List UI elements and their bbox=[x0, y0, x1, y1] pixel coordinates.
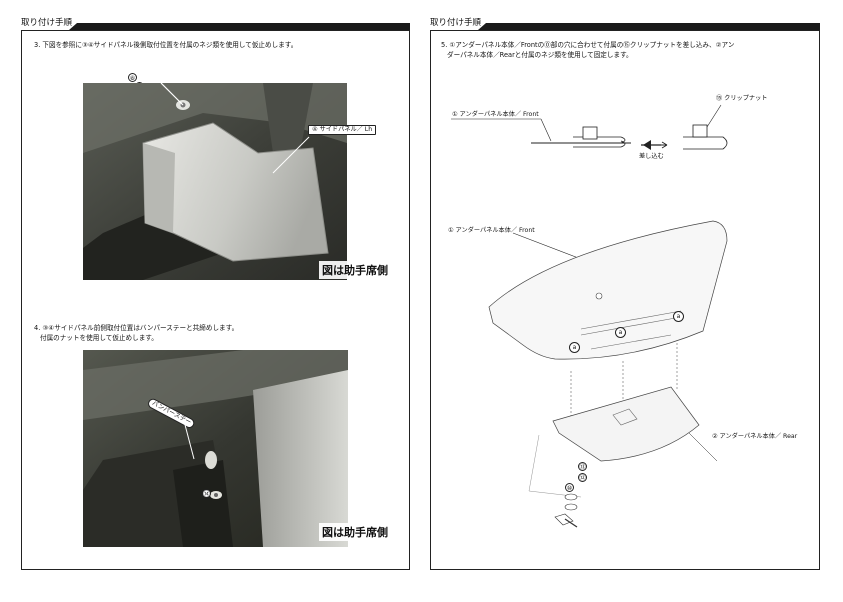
part-10-label-right: ⑩ bbox=[565, 483, 574, 492]
photo-front-mount-image bbox=[83, 350, 348, 547]
part-13-label-right: ⑬ bbox=[578, 462, 587, 471]
photo2-caption: 図は助手席側 bbox=[319, 523, 391, 541]
mount-marker-a-1: a bbox=[673, 311, 684, 322]
right-header-bar bbox=[478, 23, 820, 30]
step-4-text-line2: 付属のナットを使用して仮止めします。 bbox=[40, 334, 158, 342]
clip-nut-diagram bbox=[451, 104, 728, 150]
mount-marker-a-3: a bbox=[569, 342, 580, 353]
step-4-text-line1: 4. ③④サイドパネル前側取付位置はバンパーステーと共締めします。 bbox=[34, 324, 239, 332]
under-panel-diagram bbox=[488, 220, 728, 528]
right-panel: 5. ①アンダーパネル本体／Frontの⓪部の穴に合わせて付属の⑮クリップナット… bbox=[430, 30, 820, 570]
part-14-label: ⑭ bbox=[202, 489, 211, 498]
bumper-stay-leader-line bbox=[183, 421, 195, 460]
left-header-title: 取り付け手順 bbox=[21, 18, 73, 28]
clip-diagram-clip-label: ⑮ クリップナット bbox=[716, 95, 768, 102]
clip-diagram-front-label: ① アンダーパネル本体／ Front bbox=[452, 111, 539, 118]
panel-front-label: ① アンダーパネル本体／ Front bbox=[448, 227, 535, 234]
panel-rear-label: ② アンダーパネル本体／ Rear bbox=[712, 433, 798, 440]
photo-front-mount bbox=[83, 350, 348, 547]
clip-diagram-insert-label: 差し込む bbox=[639, 153, 664, 160]
step-5-text-line2: ダーパネル本体／Rearと付属のネジ類を使用して固定します。 bbox=[447, 51, 633, 59]
step-3-text: 3. 下図を参照に③④サイドパネル後側取付位置を付属のネジ類を使用して仮止めしま… bbox=[34, 41, 298, 49]
side-panel-leader-line bbox=[272, 136, 310, 174]
mount-marker-a-2: a bbox=[615, 327, 626, 338]
left-header-bar bbox=[69, 23, 410, 30]
step-5-text-line1: 5. ①アンダーパネル本体／Frontの⓪部の穴に合わせて付属の⑮クリップナット… bbox=[441, 41, 735, 49]
photo1-caption: 図は助手席側 bbox=[319, 261, 391, 279]
part-8-label: ⑧ bbox=[128, 73, 137, 82]
side-panel-callout: ④ サイドパネル／ Lh bbox=[308, 125, 377, 135]
left-panel: 3. 下図を参照に③④サイドパネル後側取付位置を付属のネジ類を使用して仮止めしま… bbox=[21, 30, 410, 570]
photo-rear-mount-image bbox=[83, 83, 347, 280]
photo-rear-mount bbox=[83, 83, 347, 280]
part-12-label-right: ⑫ bbox=[578, 473, 587, 482]
right-header-title: 取り付け手順 bbox=[430, 18, 482, 28]
